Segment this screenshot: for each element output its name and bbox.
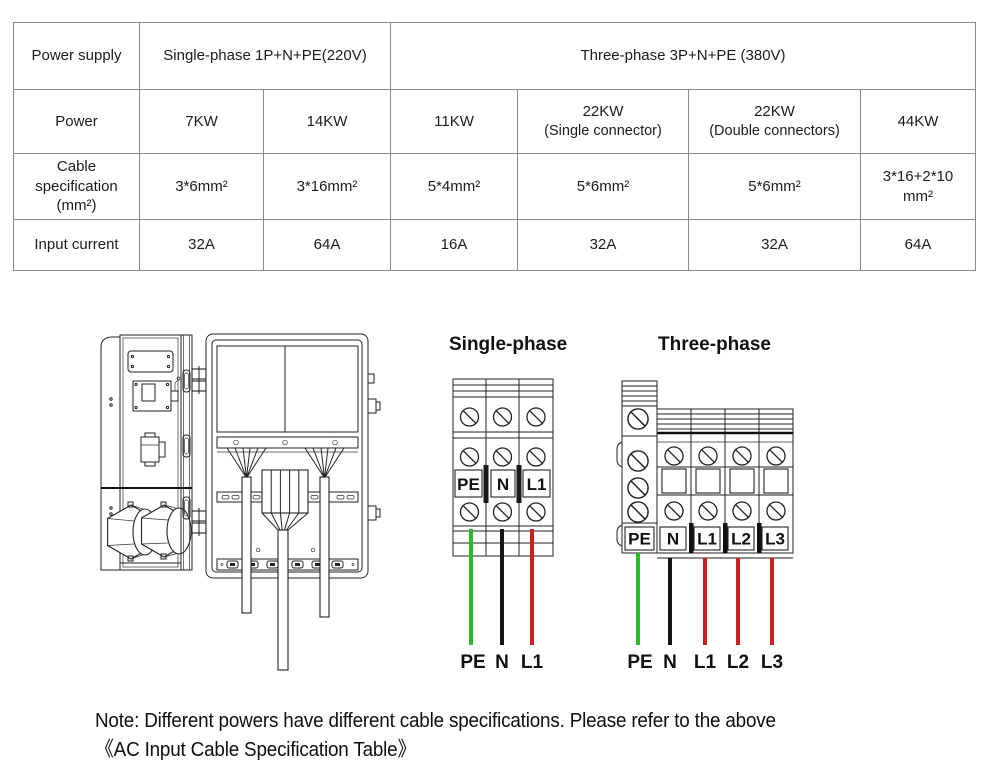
- screw-icon: [492, 407, 513, 427]
- screw-icon: [627, 450, 649, 472]
- wire-label-pe: PE: [460, 652, 485, 673]
- terminal-label-l3: L3: [765, 530, 785, 549]
- screw-icon: [526, 447, 546, 467]
- single-phase-terminal-block: PE N L1: [452, 378, 554, 557]
- table-row-cable-spec: Cable specification (mm²) 3*6mm² 3*16mm²…: [13, 153, 976, 220]
- meter-box: [132, 376, 181, 412]
- terminal-label-l1: L1: [697, 530, 717, 549]
- breaker-component: [140, 432, 166, 467]
- table-row-power: Power 7KW 14KW 11KW 22KW (Single connect…: [13, 89, 976, 154]
- terminal-label-pe: PE: [628, 530, 651, 549]
- charging-box-diagram: [100, 333, 381, 671]
- terminal-label-n: N: [667, 530, 679, 549]
- screw-icon: [664, 501, 684, 521]
- cabinet-body: [205, 333, 381, 579]
- three-phase-wiring-diagram: PE: [616, 380, 794, 673]
- cable-spec-cell: 3*16mm²: [263, 153, 391, 220]
- power-cell: 44KW: [860, 89, 976, 154]
- cable-spec-cell: 5*6mm²: [517, 153, 689, 220]
- input-current-cell: 32A: [139, 219, 264, 271]
- power-cell: 14KW: [263, 89, 391, 154]
- ac-input-cable-spec-table: Power supply Single-phase 1P+N+PE(220V) …: [13, 22, 976, 271]
- screw-icon: [766, 446, 786, 466]
- note: Note: Different powers have different ca…: [95, 706, 941, 764]
- input-current-cell: 32A: [517, 219, 689, 271]
- screw-icon: [492, 502, 513, 522]
- screw-icon: [492, 447, 513, 467]
- cable-spec-cell: 5*4mm²: [390, 153, 518, 220]
- screw-icon: [459, 407, 480, 427]
- power-cell: 22KW (Single connector): [517, 89, 689, 154]
- cable-gland-right: [140, 501, 192, 560]
- input-current-cell: 64A: [263, 219, 391, 271]
- three-phase-header-cell: Three-phase 3P+N+PE (380V): [390, 22, 976, 90]
- input-current-label-cell: Input current: [13, 219, 140, 271]
- screw-icon: [732, 446, 752, 466]
- note-line1: Note: Different powers have different ca…: [95, 709, 776, 732]
- terminal-label-l2: L2: [731, 530, 751, 549]
- three-phase-terminal-block: N L1 L2 L3: [656, 408, 794, 559]
- three-phase-title: Three-phase: [658, 334, 771, 355]
- wire-label-l3: L3: [761, 652, 783, 673]
- input-current-cell: 16A: [390, 219, 518, 271]
- table-row-power-supply: Power supply Single-phase 1P+N+PE(220V) …: [13, 22, 976, 90]
- screw-icon: [664, 446, 684, 466]
- cable-spec-cell: 3*16+2*10 mm²: [860, 153, 976, 220]
- cable-spec-label-cell: Cable specification (mm²): [13, 153, 140, 220]
- terminal-label-n: N: [497, 475, 509, 494]
- screw-icon: [732, 501, 752, 521]
- terminal-label-pe: PE: [457, 475, 480, 494]
- screw-icon: [526, 407, 546, 427]
- display-window-plate: [127, 350, 174, 373]
- three-phase-pe-strip: PE: [616, 380, 658, 554]
- screw-icon: [698, 446, 718, 466]
- screw-icon: [627, 501, 649, 523]
- single-phase-header-cell: Single-phase 1P+N+PE(220V): [139, 22, 391, 90]
- wire-label-n: N: [663, 652, 677, 673]
- power-label-cell: Power: [13, 89, 140, 154]
- cable-spec-cell: 5*6mm²: [688, 153, 861, 220]
- wire-label-pe: PE: [627, 652, 652, 673]
- cabinet-cables: [226, 447, 345, 671]
- input-current-cell: 64A: [860, 219, 976, 271]
- screw-icon: [459, 502, 480, 522]
- screw-icon: [526, 502, 546, 522]
- screw-icon: [627, 477, 649, 499]
- input-current-cell: 32A: [688, 219, 861, 271]
- note-line2: 《AC Input Cable Specification Table》: [95, 738, 417, 761]
- terminal-label-l1: L1: [527, 475, 547, 494]
- cabinet-door: [100, 334, 193, 571]
- screw-icon: [766, 501, 786, 521]
- screw-icon: [459, 447, 480, 467]
- power-cell: 22KW (Double connectors): [688, 89, 861, 154]
- power-supply-label-cell: Power supply: [13, 22, 140, 90]
- wire-label-l1: L1: [521, 652, 544, 673]
- single-phase-wiring-diagram: PE N L1 PE N L1: [452, 378, 554, 673]
- wire-label-l2: L2: [727, 652, 749, 673]
- three-phase-wires: PE N L1 L2 L3: [627, 553, 783, 673]
- screw-icon: [627, 408, 649, 430]
- power-cell: 11KW: [390, 89, 518, 154]
- single-phase-wires: PE N L1: [460, 529, 544, 673]
- single-phase-title: Single-phase: [449, 334, 568, 355]
- wire-label-l1: L1: [694, 652, 717, 673]
- power-cell: 7KW: [139, 89, 264, 154]
- screw-icon: [698, 501, 718, 521]
- wire-label-n: N: [495, 652, 509, 673]
- table-row-input-current: Input current 32A 64A 16A 32A 32A 64A: [13, 219, 976, 271]
- hinge-icon: [191, 366, 207, 536]
- cable-spec-cell: 3*6mm²: [139, 153, 264, 220]
